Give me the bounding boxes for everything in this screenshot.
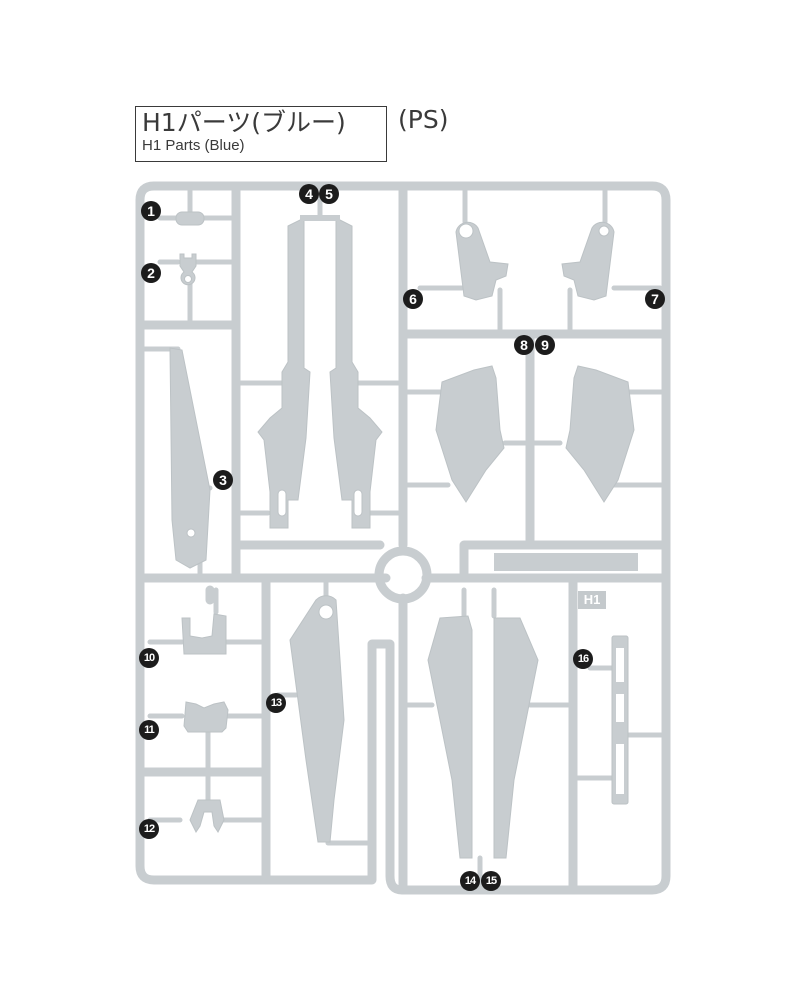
runner-gates	[137, 183, 669, 893]
part-10-shape	[181, 613, 227, 655]
part-number-12: 12	[139, 819, 159, 839]
part-2-shape	[179, 253, 197, 286]
part-number-6: 6	[403, 289, 423, 309]
part-4-shape	[257, 217, 311, 529]
runner-ring	[374, 546, 432, 604]
runner-frame	[135, 181, 671, 895]
part-number-10: 10	[139, 648, 159, 668]
part-6-shape	[455, 221, 509, 301]
part-11-shape	[183, 701, 229, 733]
part-13-shape	[289, 595, 345, 843]
part-number-9: 9	[535, 335, 555, 355]
runner-id-tag: H1	[578, 591, 606, 609]
part-number-14: 14	[460, 871, 480, 891]
part-number-13: 13	[266, 693, 286, 713]
part-number-7: 7	[645, 289, 665, 309]
runner-title-box: H1パーツ(ブルー) H1 Parts (Blue)	[135, 106, 387, 162]
part-number-8: 8	[514, 335, 534, 355]
material-label: (PS)	[398, 105, 449, 134]
part-1-shape	[175, 211, 205, 226]
part-number-5: 5	[319, 184, 339, 204]
part-3-shape	[169, 347, 211, 569]
part-9-shape	[565, 365, 635, 503]
part-7-shape	[561, 221, 615, 301]
part-5-shape	[329, 217, 383, 529]
part-number-15: 15	[481, 871, 501, 891]
part-15-shape	[493, 617, 539, 859]
runner-title-japanese: H1パーツ(ブルー)	[142, 108, 346, 137]
runner-name-plate	[494, 553, 638, 571]
part-number-16: 16	[573, 649, 593, 669]
parts	[169, 211, 635, 859]
part-8-shape	[435, 365, 505, 503]
part-number-2: 2	[141, 263, 161, 283]
part-12-shape	[189, 799, 225, 833]
part-14-shape	[427, 615, 473, 859]
part-number-1: 1	[141, 201, 161, 221]
part-number-3: 3	[213, 470, 233, 490]
part-number-11: 11	[139, 720, 159, 740]
part-number-4: 4	[299, 184, 319, 204]
runner-title-english: H1 Parts (Blue)	[142, 137, 245, 154]
